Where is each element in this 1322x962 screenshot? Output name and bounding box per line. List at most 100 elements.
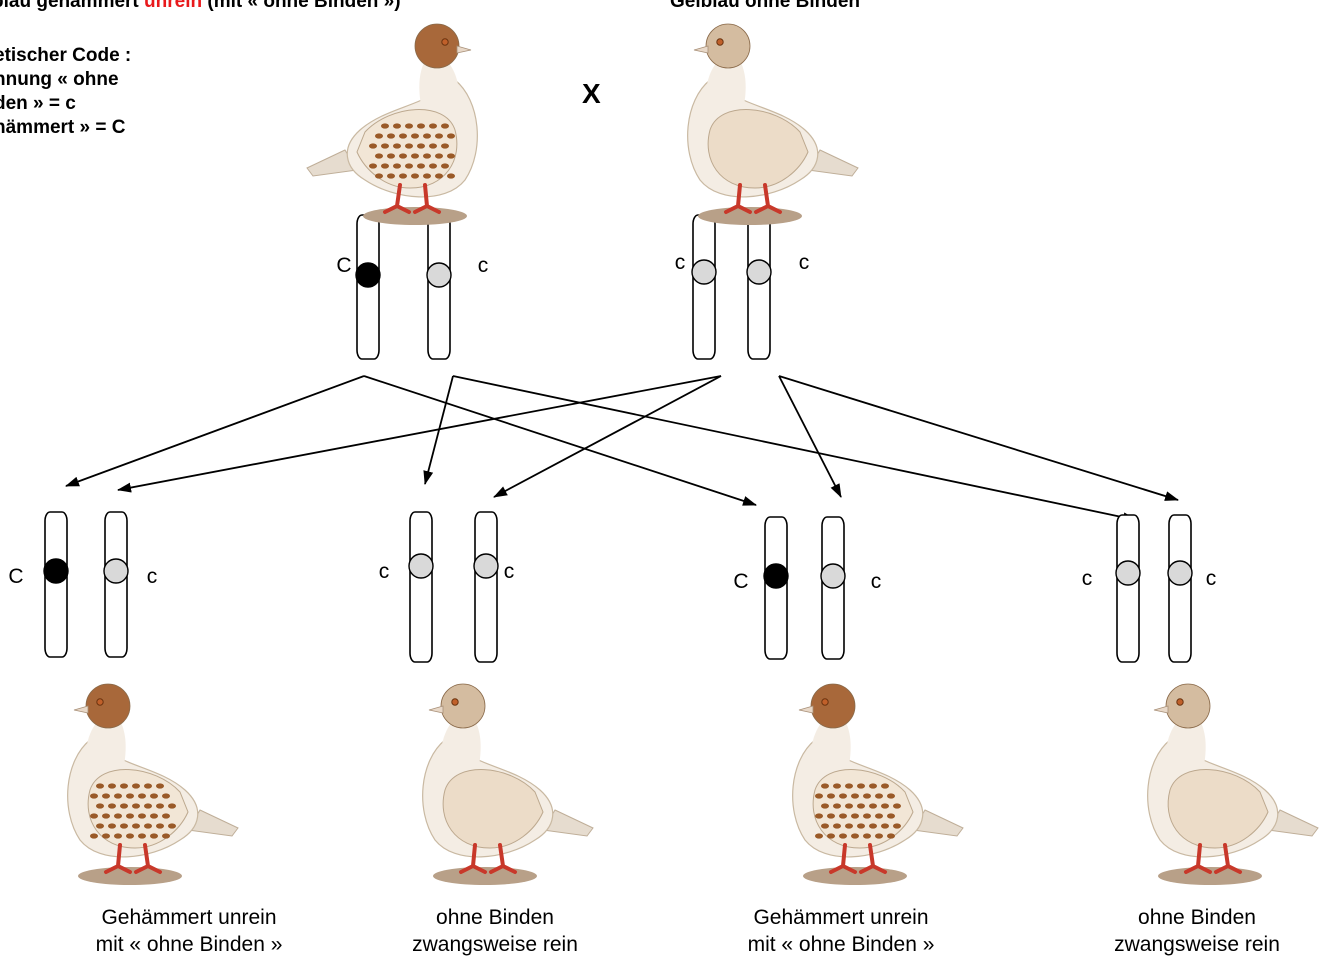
beak xyxy=(457,46,471,53)
ground-patch xyxy=(78,867,182,885)
check-spot xyxy=(156,783,164,788)
offspring-4-chromosome-b xyxy=(1168,515,1192,662)
caption-line1: ohne Binden xyxy=(375,904,615,931)
check-spot xyxy=(102,793,110,798)
check-spot xyxy=(887,833,895,838)
check-spot xyxy=(423,173,431,178)
check-spot xyxy=(417,163,425,168)
parent-1-allele-label-a: C xyxy=(336,254,351,277)
check-spot xyxy=(102,813,110,818)
parent-1-chromosome-a xyxy=(356,215,380,359)
check-spot xyxy=(851,813,859,818)
caption-line2: zwangsweise rein xyxy=(375,931,615,958)
parent-2-allele-label-b: c xyxy=(799,251,810,274)
check-spot xyxy=(114,833,122,838)
check-spot xyxy=(821,803,829,808)
recessive-allele-dot xyxy=(1168,561,1192,585)
check-spot xyxy=(857,803,865,808)
check-spot xyxy=(881,783,889,788)
check-spot xyxy=(833,823,841,828)
check-spot xyxy=(381,143,389,148)
check-spot xyxy=(381,123,389,128)
check-spot xyxy=(156,823,164,828)
chromosome-body xyxy=(45,512,67,657)
check-spot xyxy=(96,823,104,828)
check-spot xyxy=(138,813,146,818)
offspring-pigeon-3 xyxy=(793,684,963,885)
check-spot xyxy=(845,783,853,788)
check-spot xyxy=(839,793,847,798)
check-spot xyxy=(833,783,841,788)
offspring-1-allele-label-a: C xyxy=(8,565,23,588)
check-spot xyxy=(405,163,413,168)
offspring-1-chromosome-a xyxy=(44,512,68,657)
recessive-allele-dot xyxy=(747,260,771,284)
check-spot xyxy=(150,813,158,818)
check-spot xyxy=(441,143,449,148)
beak xyxy=(1154,706,1168,713)
check-spot xyxy=(435,133,443,138)
check-spot xyxy=(821,783,829,788)
head xyxy=(415,24,459,68)
check-spot xyxy=(863,833,871,838)
check-spot xyxy=(869,823,877,828)
check-spot xyxy=(120,823,128,828)
offspring-1-chromosome-b xyxy=(104,512,128,657)
chromosome-body xyxy=(1117,515,1139,662)
check-spot xyxy=(839,813,847,818)
check-spot xyxy=(375,133,383,138)
head xyxy=(1166,684,1210,728)
ground-patch xyxy=(803,867,907,885)
caption-line1: Gehämmert unrein xyxy=(69,904,309,931)
recessive-allele-dot xyxy=(474,554,498,578)
check-spot xyxy=(387,173,395,178)
check-spot xyxy=(114,793,122,798)
parent-2-chromosome-a xyxy=(692,215,716,359)
check-spot xyxy=(369,163,377,168)
offspring-pigeon-1 xyxy=(68,684,238,885)
check-spot xyxy=(845,803,853,808)
parent-pigeon-barless xyxy=(688,24,858,225)
check-spot xyxy=(126,813,134,818)
beak xyxy=(429,706,443,713)
check-spot xyxy=(393,163,401,168)
check-spot xyxy=(144,803,152,808)
offspring-pigeon-2 xyxy=(423,684,593,885)
offspring-pigeon-4 xyxy=(1148,684,1318,885)
recessive-allele-dot xyxy=(1116,561,1140,585)
check-spot xyxy=(120,783,128,788)
check-spot xyxy=(162,793,170,798)
check-spot xyxy=(90,813,98,818)
check-spot xyxy=(869,783,877,788)
caption-line1: Gehämmert unrein xyxy=(721,904,961,931)
chromosome-body xyxy=(693,215,715,359)
check-spot xyxy=(120,803,128,808)
offspring-3-allele-label-b: c xyxy=(871,570,882,593)
check-spot xyxy=(827,813,835,818)
check-spot xyxy=(851,793,859,798)
check-spot xyxy=(132,783,140,788)
offspring-3-allele-label-a: C xyxy=(733,570,748,593)
check-spot xyxy=(815,813,823,818)
check-spot xyxy=(857,783,865,788)
check-spot xyxy=(815,793,823,798)
offspring-caption-2: ohne Binden zwangsweise rein xyxy=(375,904,615,958)
check-spot xyxy=(881,823,889,828)
check-spot xyxy=(108,823,116,828)
offspring-2-allele-label-a: c xyxy=(379,560,390,583)
check-spot xyxy=(90,833,98,838)
offspring-2-allele-label-b: c xyxy=(504,560,515,583)
check-spot xyxy=(168,803,176,808)
head xyxy=(811,684,855,728)
check-spot xyxy=(875,813,883,818)
check-spot xyxy=(893,803,901,808)
check-spot xyxy=(417,123,425,128)
check-spot xyxy=(881,803,889,808)
offspring-caption-1: Gehämmert unrein mit « ohne Binden » xyxy=(69,904,309,958)
check-spot xyxy=(156,803,164,808)
offspring-1-allele-label-b: c xyxy=(147,565,158,588)
check-spot xyxy=(138,793,146,798)
chromosomes-group: CcccCcccCccc xyxy=(8,215,1216,662)
recessive-allele-dot xyxy=(104,559,128,583)
check-spot xyxy=(411,173,419,178)
